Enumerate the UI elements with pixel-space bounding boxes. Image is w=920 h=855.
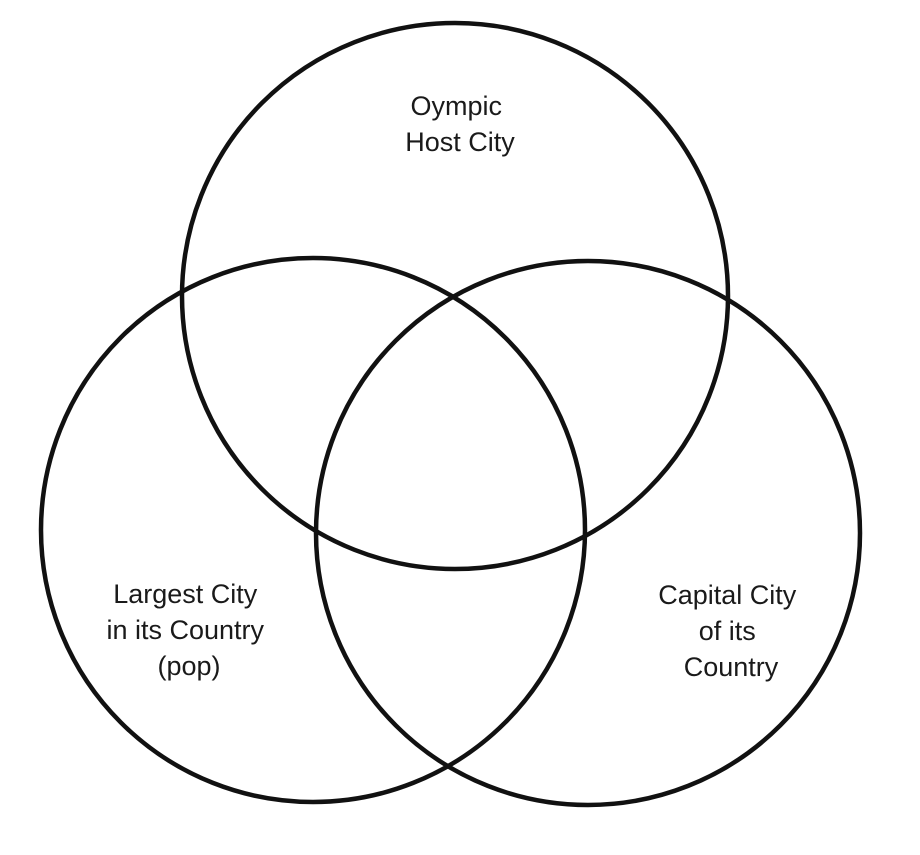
capital-city-circle [313, 258, 863, 808]
largest-city-label: Largest City in its Country (pop) [106, 579, 271, 681]
capital-city-label-line: Country [684, 652, 779, 682]
capital-city-label: Capital City of its Country [658, 580, 804, 682]
capital-city-label-line: of its [699, 616, 756, 646]
largest-city-label-line: Largest City [113, 579, 258, 609]
largest-city-label-line: in its Country [106, 615, 264, 645]
olympic-host-city-circle [179, 20, 731, 572]
olympic-host-city-label-line: Oympic [410, 91, 502, 121]
olympic-host-city-label-line: Host City [405, 127, 515, 157]
olympic-host-city-label: Oympic Host City [405, 91, 515, 157]
largest-city-label-line: (pop) [157, 651, 220, 681]
largest-city-circle [38, 255, 588, 805]
capital-city-label-line: Capital City [658, 580, 797, 610]
